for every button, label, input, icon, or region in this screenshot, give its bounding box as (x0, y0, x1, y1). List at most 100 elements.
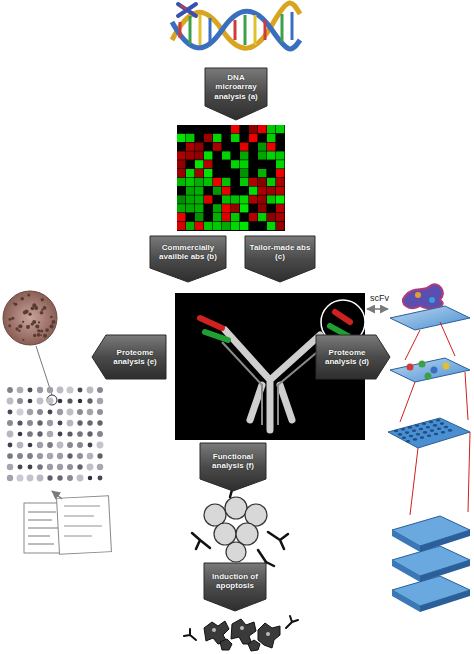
microarray-heatmap-part (222, 195, 230, 203)
protein-chip-stack-part (468, 432, 470, 512)
microarray-heatmap-part (267, 143, 275, 151)
tissue-microarray-part-part (17, 398, 23, 404)
arrow-label: Induction of apoptosis (208, 572, 262, 590)
protein-chip-stack-part-part (436, 419, 440, 422)
tissue-microarray-part-part (8, 324, 11, 327)
cell-cluster-part-part (268, 532, 288, 549)
microarray-heatmap-part (177, 134, 185, 142)
microarray-heatmap-part (204, 222, 212, 230)
tissue-microarray-part-part (7, 398, 14, 405)
cell-cluster-part-part (214, 523, 236, 545)
antibody-structure-part-part (222, 342, 322, 425)
arrow-box: Functional analysis (f) (200, 443, 266, 491)
protein-chip-stack-part-part (413, 438, 417, 441)
protein-chip-stack-part-part (429, 421, 433, 424)
apoptotic-cells-part-part (286, 616, 298, 628)
microarray-heatmap-part (195, 222, 203, 230)
apoptotic-cells-part (204, 619, 280, 651)
cell-cluster (192, 484, 288, 570)
cell-cluster-part-part (225, 497, 247, 519)
tissue-microarray-part-part (22, 321, 24, 323)
microarray-heatmap-part (204, 169, 212, 177)
microarray-heatmap-part (276, 213, 284, 221)
tissue-microarray-part-part (87, 398, 92, 403)
arrow-text-block: DNA microarray analysis (a) (205, 68, 267, 106)
microarray-heatmap-part (222, 160, 230, 168)
arrow-label: Functional analysis (f) (204, 452, 262, 470)
tissue-microarray-part-part (16, 474, 23, 481)
protein-chip-stack-part-part (440, 422, 444, 425)
microarray-heatmap-part (213, 169, 221, 177)
tissue-microarray-part-part (58, 421, 63, 426)
tissue-microarray-part-part (16, 408, 23, 415)
apoptotic-cells-part-part (212, 628, 216, 632)
microarray-heatmap-part (258, 134, 266, 142)
antibody-structure-part (225, 330, 320, 430)
tissue-microarray-part-part (14, 303, 17, 306)
microarray-heatmap-part (195, 213, 203, 221)
arrow-box: Proteome analysis (e) (92, 335, 166, 379)
microarray-heatmap-part (213, 195, 221, 203)
tissue-microarray-part-part (57, 442, 64, 449)
protein-chip-stack (388, 284, 470, 612)
microarray-heatmap-part (276, 134, 284, 142)
protein-chip-stack-part-part (415, 424, 419, 427)
microarray-heatmap-part (222, 222, 230, 230)
protein-chip-stack-part (420, 590, 470, 612)
microarray-heatmap-part (249, 143, 257, 151)
tissue-microarray-part-part (57, 453, 63, 459)
microarray-heatmap-part (267, 187, 275, 195)
protein-chip-stack-part-part (444, 426, 448, 429)
arrow-text-block: Proteome analysis (e) (92, 335, 166, 379)
protein-chip-stack-part-part (405, 431, 409, 434)
tissue-microarray-part-part (17, 453, 23, 459)
microarray-heatmap-part (195, 151, 203, 159)
protein-chip-stack-part (394, 419, 452, 443)
protein-chip-stack-part (388, 418, 470, 448)
tissue-microarray-part-part (38, 321, 40, 323)
microarray-heatmap-part (249, 160, 257, 168)
microarray-heatmap-part (249, 151, 257, 159)
tissue-microarray-part-part (7, 387, 13, 393)
microarray-heatmap-part (177, 160, 185, 168)
tissue-microarray-part-part (87, 453, 94, 460)
microarray-heatmap-part (267, 125, 275, 133)
protein-chip-stack-part-part (420, 436, 424, 439)
tissue-microarray-part-part (67, 420, 74, 427)
microarray-heatmap-part (267, 151, 275, 159)
tissue-microarray-part-part (8, 443, 13, 448)
tissue-microarray-part-part (57, 387, 64, 394)
microarray-heatmap-part (267, 204, 275, 212)
microarray-heatmap-part (177, 143, 185, 151)
cell-cluster-part (192, 484, 288, 570)
microarray-heatmap-part (177, 151, 185, 159)
tissue-microarray-part-part (47, 475, 52, 480)
microarray-heatmap-part (231, 169, 239, 177)
microarray-heatmap-part (240, 143, 248, 151)
tissue-microarray (3, 291, 111, 554)
tissue-microarray-part-part (27, 294, 30, 297)
microarray-heatmap-part (213, 160, 221, 168)
tissue-microarray-part-part (27, 409, 33, 415)
microarray-heatmap-part (258, 178, 266, 186)
tissue-microarray-part-part (77, 442, 83, 448)
tissue-microarray-part-part (66, 386, 73, 393)
microarray-heatmap-part (186, 204, 194, 212)
protein-chip-stack-part-part (402, 437, 406, 440)
microarray-heatmap-part (195, 160, 203, 168)
callout-label: scFv (369, 293, 390, 303)
tissue-microarray-part-part (18, 324, 22, 328)
microarray-heatmap-part (249, 204, 257, 212)
microarray-heatmap-part (240, 204, 248, 212)
microarray-heatmap-part (213, 187, 221, 195)
tissue-microarray-part-part (77, 475, 84, 482)
tissue-microarray-part-part (17, 420, 22, 425)
tissue-microarray-part-part (25, 309, 29, 313)
tissue-microarray-part-part (8, 410, 13, 415)
microarray-heatmap-part (240, 213, 248, 221)
protein-chip-stack-part (390, 306, 470, 330)
antibody-structure-part (222, 342, 322, 425)
microarray-heatmap-part (231, 151, 239, 159)
tissue-microarray-part-part (27, 453, 33, 459)
